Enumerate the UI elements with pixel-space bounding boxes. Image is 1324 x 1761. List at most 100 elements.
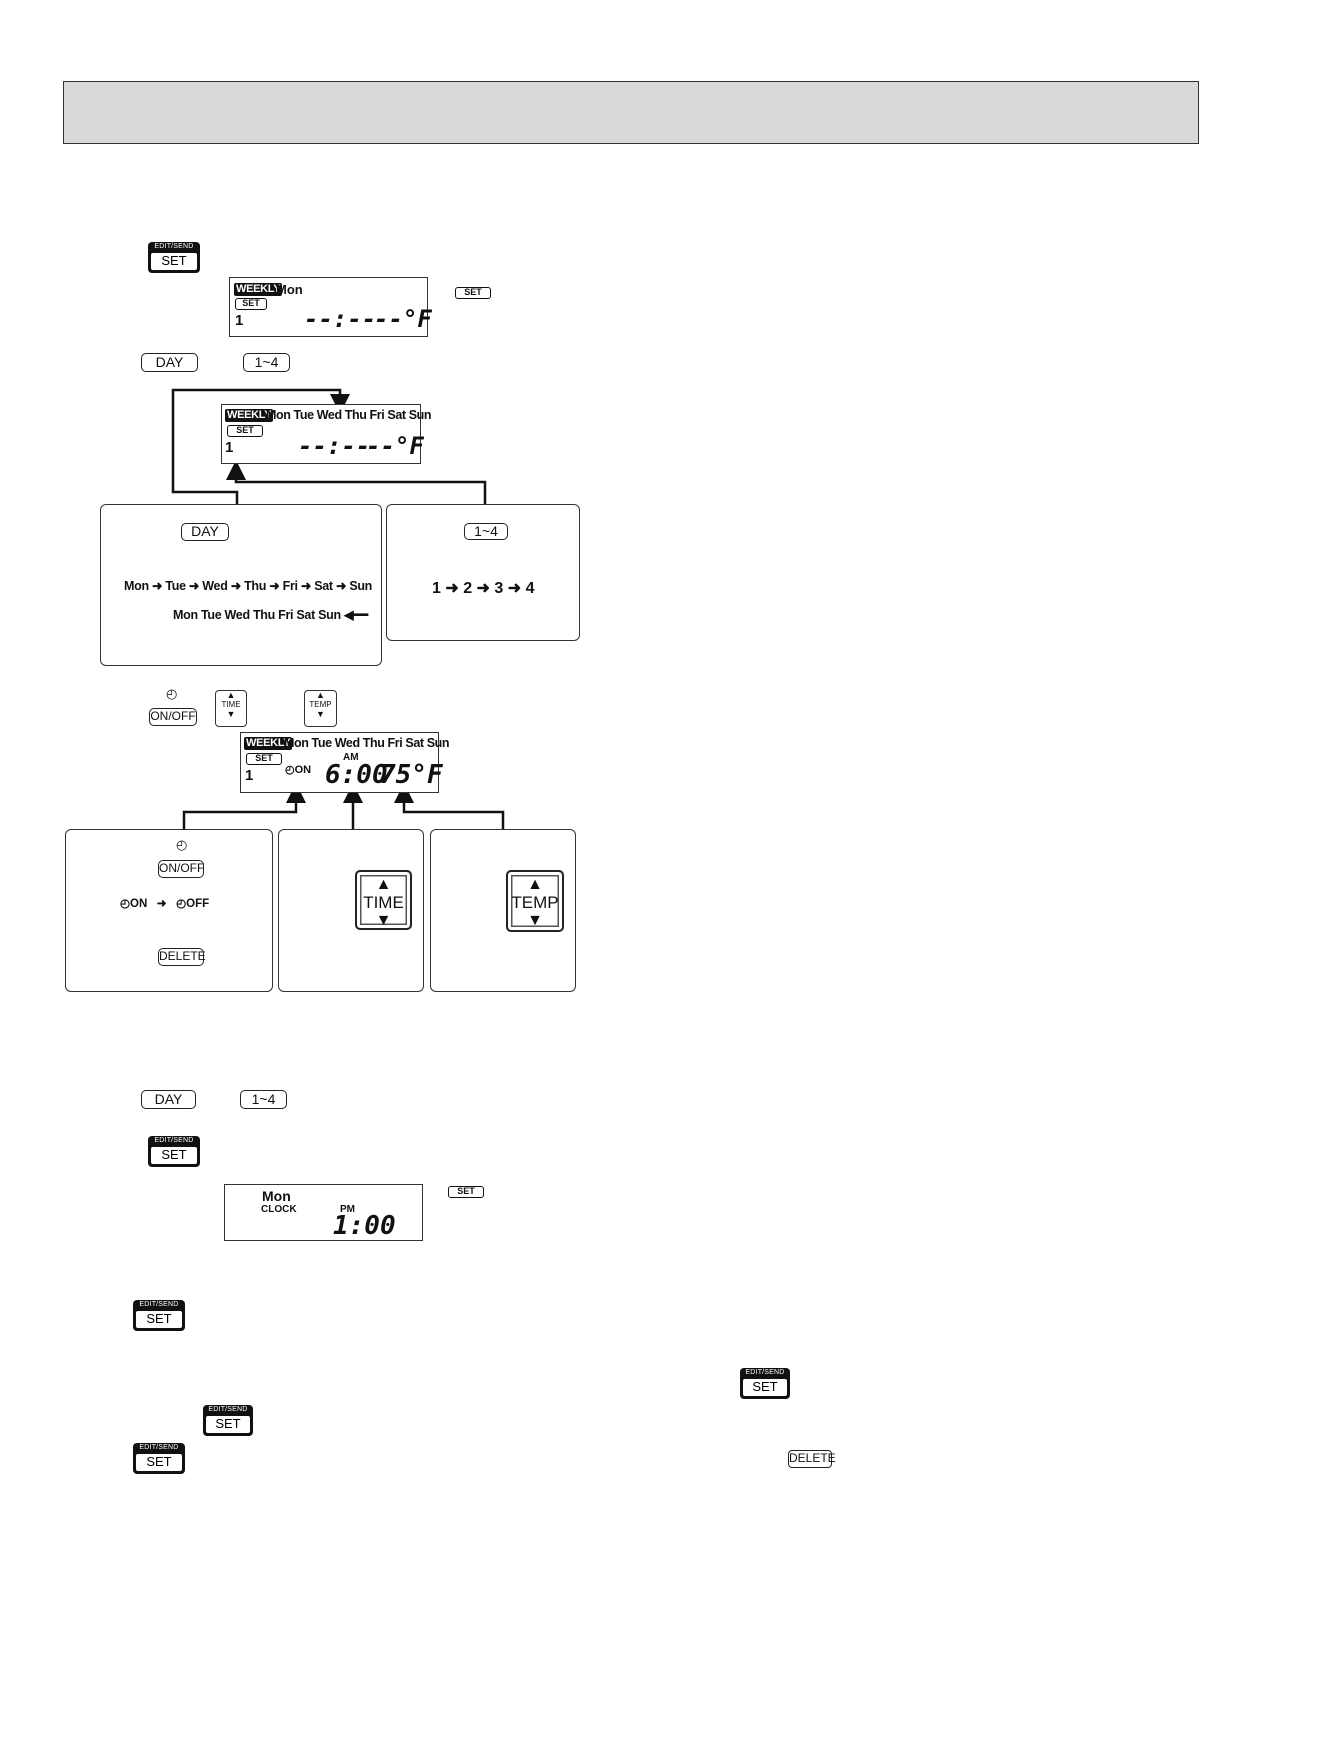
set-label: SET (136, 1311, 182, 1328)
program-select-button[interactable]: 1~4 (240, 1090, 287, 1109)
seq-program: 1 (432, 580, 441, 597)
temp-label: TEMP (511, 893, 559, 912)
lcd-temp: --°F (374, 305, 432, 333)
set-label: SET (743, 1379, 787, 1396)
delete-button[interactable]: DELETE (788, 1450, 836, 1468)
delete-button[interactable]: DELETE (158, 948, 206, 966)
set-button-small: SET (455, 287, 491, 299)
all-days-sequence: Mon Tue Wed Thu Fri Sat Sun ◀━━ (170, 607, 371, 622)
edit-send-set-button[interactable]: EDIT/SEND SET (740, 1368, 790, 1399)
lcd-display-weekly-mon: WEEKLY Mon SET 1 --:-- --°F (229, 277, 432, 337)
edit-send-label: EDIT/SEND (154, 1137, 194, 1144)
on-off-button[interactable]: ON/OFF (149, 708, 197, 726)
edit-send-set-button[interactable]: EDIT/SEND SET (133, 1443, 185, 1474)
weekly-indicator: WEEKLY (234, 283, 283, 296)
up-arrow-icon: ▲ (316, 690, 325, 700)
seq-day: Thu (244, 579, 267, 593)
lcd-time: --:-- (304, 305, 377, 333)
set-label: SET (151, 1147, 197, 1164)
lcd-timer-state: ON (294, 764, 312, 776)
day-button[interactable]: DAY (141, 353, 198, 372)
edit-send-set-button[interactable]: EDIT/SEND SET (148, 242, 200, 273)
edit-send-label: EDIT/SEND (154, 243, 194, 250)
lcd-time: --:-- (298, 432, 371, 460)
lcd-display-weekly-all-days: WEEKLY Mon Tue Wed Thu Fri Sat Sun SET 1… (221, 404, 432, 464)
time-set-box: ▲ TIME ▼ (278, 829, 424, 992)
lcd-days: Mon Tue Wed Thu Fri Sat Sun (266, 408, 432, 422)
temp-big-button[interactable]: ▲ TEMP ▼ (506, 870, 564, 932)
lcd-set-indicator: SET (246, 753, 282, 765)
section-header-bar (63, 81, 1199, 144)
seq-day: Sat (314, 579, 333, 593)
seq-program: 3 (494, 580, 504, 597)
lcd-am-pm: AM (343, 752, 359, 763)
program-sequence: 1 ➜ 2 ➜ 3 ➜ 4 (432, 580, 535, 597)
edit-send-set-button[interactable]: EDIT/SEND SET (148, 1136, 200, 1167)
up-arrow-icon: ▲ (375, 876, 392, 893)
program-sequence-box: 1~4 (386, 504, 580, 641)
down-arrow-icon: ▼ (527, 912, 543, 929)
temp-set-box: ▲ TEMP ▼ (430, 829, 576, 992)
seq-program: 4 (525, 580, 535, 597)
lcd-set-indicator: SET (235, 298, 267, 310)
set-label: SET (206, 1416, 250, 1433)
timer-toggle-sequence: ◴ON ➜ ◴OFF (120, 896, 210, 910)
lcd-temp: 75°F (380, 760, 443, 790)
edit-send-label: EDIT/SEND (745, 1369, 785, 1376)
lcd-display-clock: Mon CLOCK PM 1:00 (224, 1184, 423, 1241)
seq-day: Sun (349, 579, 373, 593)
temp-updown-button[interactable]: ▲ TEMP ▼ (304, 690, 337, 727)
timer-on-label: ON (130, 898, 148, 910)
set-label: SET (136, 1454, 182, 1471)
day-sequence-box: DAY (100, 504, 382, 666)
day-button[interactable]: DAY (141, 1090, 196, 1109)
lcd-program-number: 1 (225, 439, 234, 456)
edit-send-set-button[interactable]: EDIT/SEND SET (133, 1300, 185, 1331)
timer-toggle-box: ◴ ON/OFF DELETE (65, 829, 273, 992)
lcd-clock-label: CLOCK (261, 1204, 297, 1215)
lcd-day: Mon (262, 1188, 291, 1204)
on-off-button[interactable]: ON/OFF (158, 860, 204, 878)
lcd-program-number: 1 (235, 312, 244, 329)
lcd-timer-on: ◴ON (285, 764, 312, 776)
seq-day: Wed (202, 579, 228, 593)
down-arrow-icon: ▼ (316, 709, 325, 719)
up-arrow-icon: ▲ (527, 876, 543, 893)
lcd-time: 1:00 (333, 1211, 396, 1241)
lcd-day: Mon (276, 282, 303, 297)
timer-clock-icon: ◴ (166, 686, 178, 701)
timer-clock-icon: ◴ (176, 837, 188, 852)
down-arrow-icon: ▼ (375, 912, 392, 929)
lcd-time: 6:00 (325, 760, 388, 790)
time-label: TIME (221, 700, 241, 709)
temp-label: TEMP (309, 700, 332, 709)
program-select-button[interactable]: 1~4 (243, 353, 290, 372)
day-button[interactable]: DAY (181, 523, 229, 541)
seq-day: Tue (165, 579, 186, 593)
seq-program: 2 (463, 580, 473, 597)
lcd-set-indicator: SET (227, 425, 263, 437)
all-days-label: Mon Tue Wed Thu Fri Sat Sun (173, 608, 341, 622)
time-big-button[interactable]: ▲ TIME ▼ (355, 870, 412, 930)
lcd-days: Mon Tue Wed Thu Fri Sat Sun (284, 736, 450, 750)
weekly-indicator: WEEKLY (244, 737, 293, 750)
down-arrow-icon: ▼ (226, 709, 236, 719)
edit-send-set-button[interactable]: EDIT/SEND SET (203, 1405, 253, 1436)
timer-off-label: OFF (186, 898, 210, 910)
lcd-am-pm: PM (340, 1204, 355, 1215)
lcd-display-program-set: WEEKLY Mon Tue Wed Thu Fri Sat Sun SET 1… (240, 732, 450, 793)
time-label: TIME (363, 893, 404, 912)
lcd-temp: --°F (366, 432, 424, 460)
weekly-indicator: WEEKLY (225, 409, 274, 422)
time-updown-button[interactable]: ▲ TIME ▼ (215, 690, 247, 727)
day-sequence: Mon ➜ Tue ➜ Wed ➜ Thu ➜ Fri ➜ Sat ➜ Sun (124, 579, 373, 593)
program-select-button[interactable]: 1~4 (464, 523, 508, 540)
seq-day: Mon (124, 579, 149, 593)
set-label: SET (151, 253, 197, 270)
lcd-program-number: 1 (245, 767, 254, 784)
seq-day: Fri (282, 579, 298, 593)
up-arrow-icon: ▲ (226, 690, 236, 700)
edit-send-label: EDIT/SEND (208, 1406, 248, 1413)
set-button-small: SET (448, 1186, 484, 1198)
edit-send-label: EDIT/SEND (139, 1444, 179, 1451)
